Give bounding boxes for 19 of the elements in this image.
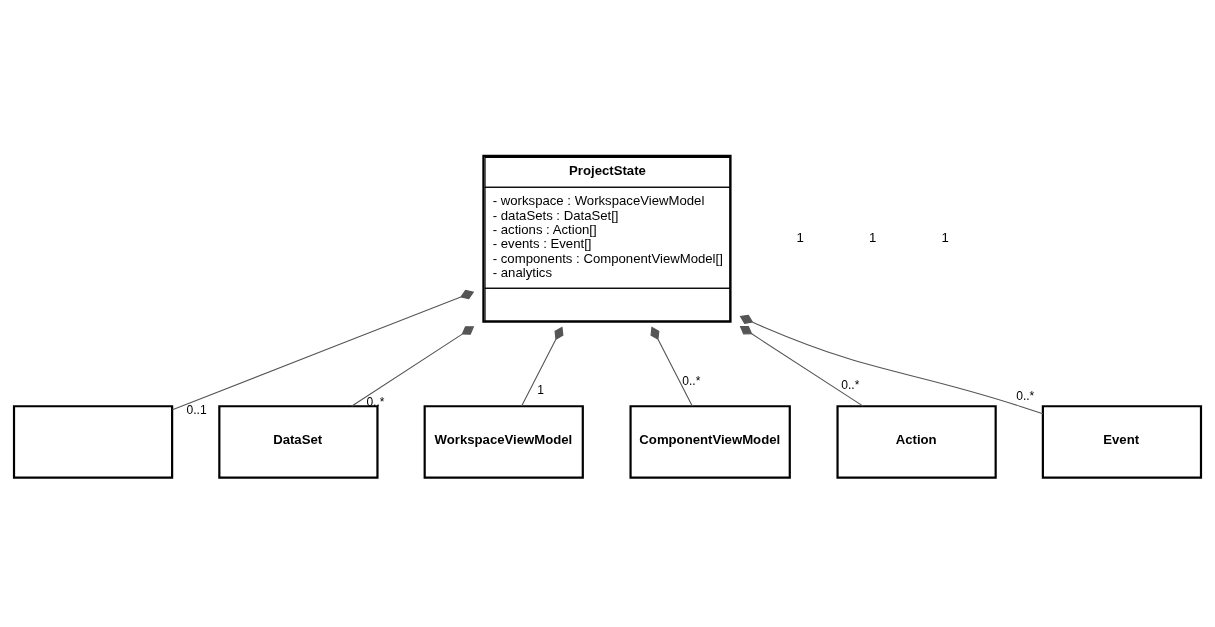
connector (739, 325, 864, 407)
node-box: ComponentViewModel (629, 404, 791, 479)
edge-label: 0..1 (186, 402, 207, 417)
connector (739, 314, 1044, 414)
edge-label: 0..* (841, 377, 860, 392)
connector (650, 326, 693, 406)
connector (521, 326, 564, 406)
edge-label: 1 (537, 382, 545, 397)
edge-label: 0..* (1016, 388, 1035, 403)
node-box: Action (836, 404, 997, 479)
node-box (12, 404, 174, 479)
label: 1 (796, 229, 804, 245)
connector (351, 325, 475, 407)
connector (171, 289, 475, 410)
edge-label: 0..* (682, 373, 701, 388)
label: 1 (941, 229, 949, 245)
node-box: Event (1041, 404, 1203, 479)
label: 1 (869, 229, 877, 245)
node-box: WorkspaceViewModel (423, 404, 584, 479)
